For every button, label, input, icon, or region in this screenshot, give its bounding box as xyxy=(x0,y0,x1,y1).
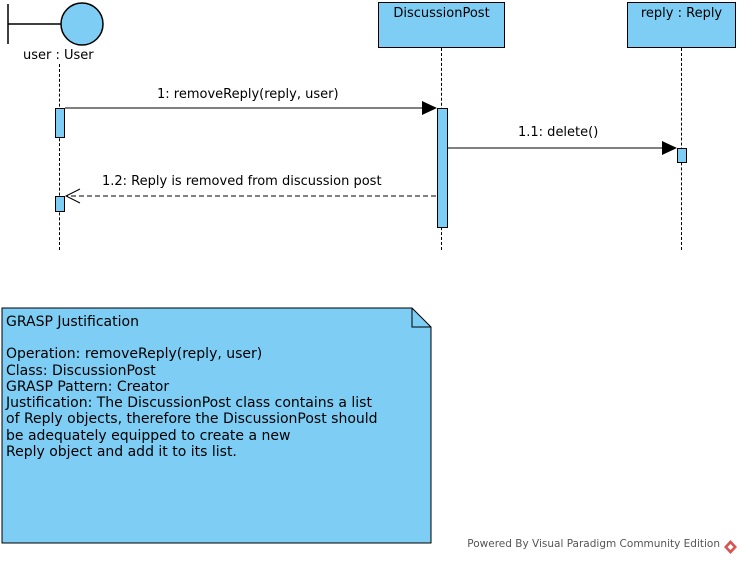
user-lifeline xyxy=(59,64,60,250)
discussionpost-label: DiscussionPost xyxy=(393,6,490,21)
message-1-arrow xyxy=(65,101,437,115)
note-spacer xyxy=(6,330,426,346)
discussionpost-activation[interactable] xyxy=(437,108,448,228)
discussionpost-lifeline-head[interactable]: DiscussionPost xyxy=(378,2,505,48)
message-1-1-arrow xyxy=(448,141,677,155)
note-line: of Reply objects, therefore the Discussi… xyxy=(6,411,378,428)
powered-by-footer: Powered By Visual Paradigm Community Edi… xyxy=(467,538,720,550)
boundary-actor-icon xyxy=(7,2,104,46)
message-1-1-label[interactable]: 1.1: delete() xyxy=(518,125,599,140)
note-line: Reply object and add it to its list. xyxy=(6,444,237,461)
note-shape xyxy=(1,307,432,544)
note-line: Operation: removeReply(reply, user) xyxy=(6,346,263,363)
note-line: be adequately equipped to create a new xyxy=(6,427,291,444)
note-line: Justification: The DiscussionPost class … xyxy=(6,395,372,412)
message-1-2-return-arrow xyxy=(64,188,436,204)
note-line: GRASP Pattern: Creator xyxy=(6,378,170,395)
note-line: Class: DiscussionPost xyxy=(6,362,156,379)
note-title: GRASP Justification xyxy=(6,314,139,330)
message-1-2-label[interactable]: 1.2: Reply is removed from discussion po… xyxy=(102,174,382,189)
user-activation-1[interactable] xyxy=(55,108,65,138)
message-1-label[interactable]: 1: removeReply(reply, user) xyxy=(157,87,339,102)
user-activation-2[interactable] xyxy=(55,196,65,212)
actor-label: user : User xyxy=(23,48,94,63)
visual-paradigm-logo-icon xyxy=(724,540,737,554)
reply-label: reply : Reply xyxy=(640,6,723,21)
grasp-note[interactable]: GRASP Justification Operation: removeRep… xyxy=(6,314,426,460)
reply-activation[interactable] xyxy=(677,148,687,163)
reply-lifeline-head[interactable]: reply : Reply xyxy=(627,2,736,48)
